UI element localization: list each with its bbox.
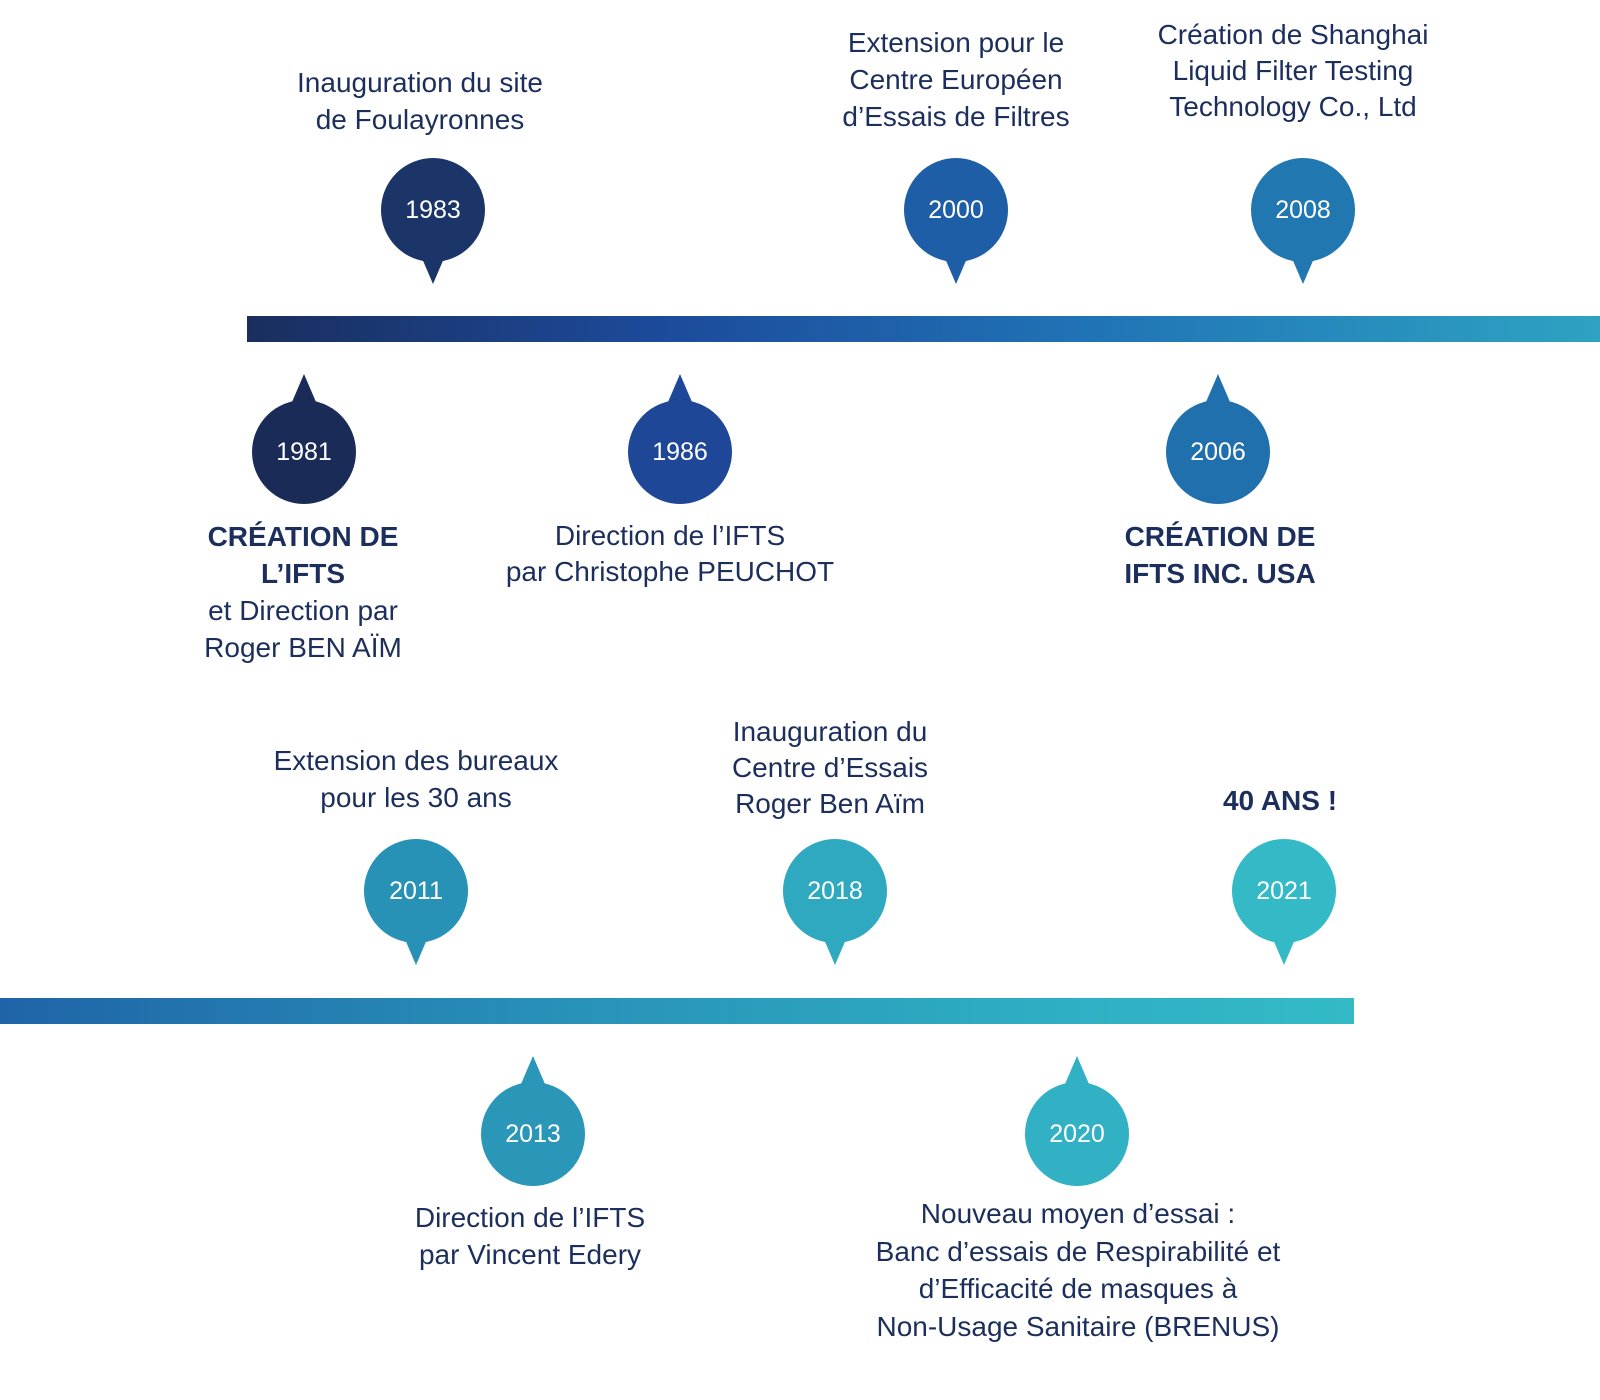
marker-pointer — [521, 1056, 545, 1084]
marker-pointer — [668, 374, 692, 402]
event-text-line: Extension des bureaux — [273, 745, 559, 776]
event-text-line: de Foulayronnes — [315, 104, 525, 135]
year-marker-2020: 2020 — [1025, 1056, 1129, 1186]
year-bubble: 2006 — [1166, 400, 1270, 504]
event-label-2020: Nouveau moyen d’essai : Banc d’essais de… — [848, 1195, 1308, 1345]
year-bubble: 2018 — [783, 839, 887, 943]
year-marker-2006: 2006 — [1166, 374, 1270, 504]
event-label-1986: Direction de l’IFTS par Christophe PEUCH… — [500, 518, 840, 590]
event-label-2018: Inauguration du Centre d’Essais Roger Be… — [680, 714, 980, 822]
year-marker-2011: 2011 — [364, 839, 468, 969]
event-title-line: CRÉATION DE — [207, 521, 399, 552]
event-title-line: CRÉATION DE — [1124, 521, 1316, 552]
marker-pointer — [823, 937, 847, 965]
event-title-line: 40 ANS ! — [1222, 785, 1338, 816]
event-text-line: Centre d’Essais — [731, 752, 929, 783]
timeline-bar-bottom — [0, 998, 1354, 1024]
event-text-line: pour les 30 ans — [320, 782, 512, 813]
year-marker-1981: 1981 — [252, 374, 356, 504]
event-text-line: Direction de l’IFTS — [554, 520, 786, 551]
event-text-line: Inauguration du site — [297, 67, 543, 98]
year-marker-1983: 1983 — [381, 158, 485, 288]
year-marker-2013: 2013 — [481, 1056, 585, 1186]
year-bubble: 2013 — [481, 1082, 585, 1186]
year-marker-2018: 2018 — [783, 839, 887, 969]
event-text-line: par Christophe PEUCHOT — [505, 556, 835, 587]
year-bubble: 2020 — [1025, 1082, 1129, 1186]
marker-pointer — [421, 256, 445, 284]
year-marker-2021: 2021 — [1232, 839, 1336, 969]
event-text-line: d’Efficacité de masques à — [918, 1273, 1238, 1304]
marker-pointer — [1272, 937, 1296, 965]
marker-pointer — [1291, 256, 1315, 284]
event-text-line: Roger Ben Aïm — [735, 788, 925, 819]
timeline-bar-top — [247, 316, 1600, 342]
event-text-line: Extension pour le — [847, 27, 1065, 58]
year-marker-2000: 2000 — [904, 158, 1008, 288]
year-bubble: 2000 — [904, 158, 1008, 262]
event-label-2021: 40 ANS ! — [1180, 782, 1380, 819]
marker-pointer — [944, 256, 968, 284]
event-text-line: Non-Usage Sanitaire (BRENUS) — [876, 1310, 1280, 1342]
marker-pointer — [1065, 1056, 1089, 1084]
year-bubble: 1986 — [628, 400, 732, 504]
event-text-line: Création de Shanghai — [1157, 19, 1429, 50]
event-label-1981: CRÉATION DE L’IFTS et Direction par Roge… — [173, 518, 433, 666]
year-bubble: 2011 — [364, 839, 468, 943]
event-text-line: par Vincent Edery — [418, 1239, 642, 1270]
event-text-line: Roger BEN AÏM — [204, 632, 402, 663]
marker-pointer — [292, 374, 316, 402]
event-label-2000: Extension pour le Centre Européen d’Essa… — [806, 24, 1106, 135]
event-text-line: Nouveau moyen d’essai : — [920, 1198, 1236, 1229]
marker-pointer — [1206, 374, 1230, 402]
year-bubble: 1981 — [252, 400, 356, 504]
event-text-line: Inauguration du — [732, 716, 928, 747]
event-label-2011: Extension des bureaux pour les 30 ans — [256, 742, 576, 816]
event-text-line: Banc d’essais de Respirabilité et — [875, 1235, 1281, 1267]
year-marker-2008: 2008 — [1251, 158, 1355, 288]
event-label-1983: Inauguration du site de Foulayronnes — [260, 64, 580, 138]
event-title-line: L’IFTS — [261, 558, 345, 589]
year-bubble: 2021 — [1232, 839, 1336, 943]
event-text-line: d’Essais de Filtres — [842, 101, 1070, 132]
event-text-line: Centre Européen — [849, 64, 1063, 95]
event-text-line: Technology Co., Ltd — [1169, 91, 1417, 122]
event-text-line: et Direction par — [208, 595, 398, 626]
marker-pointer — [404, 937, 428, 965]
year-bubble: 1983 — [381, 158, 485, 262]
year-marker-1986: 1986 — [628, 374, 732, 504]
event-text-line: Direction de l’IFTS — [414, 1202, 646, 1233]
event-title-line: IFTS INC. USA — [1124, 558, 1316, 589]
event-label-2006: CRÉATION DE IFTS INC. USA — [1070, 518, 1370, 592]
event-label-2013: Direction de l’IFTS par Vincent Edery — [380, 1199, 680, 1273]
year-bubble: 2008 — [1251, 158, 1355, 262]
event-label-2008: Création de Shanghai Liquid Filter Testi… — [1133, 17, 1453, 125]
event-text-line: Liquid Filter Testing — [1172, 55, 1414, 86]
